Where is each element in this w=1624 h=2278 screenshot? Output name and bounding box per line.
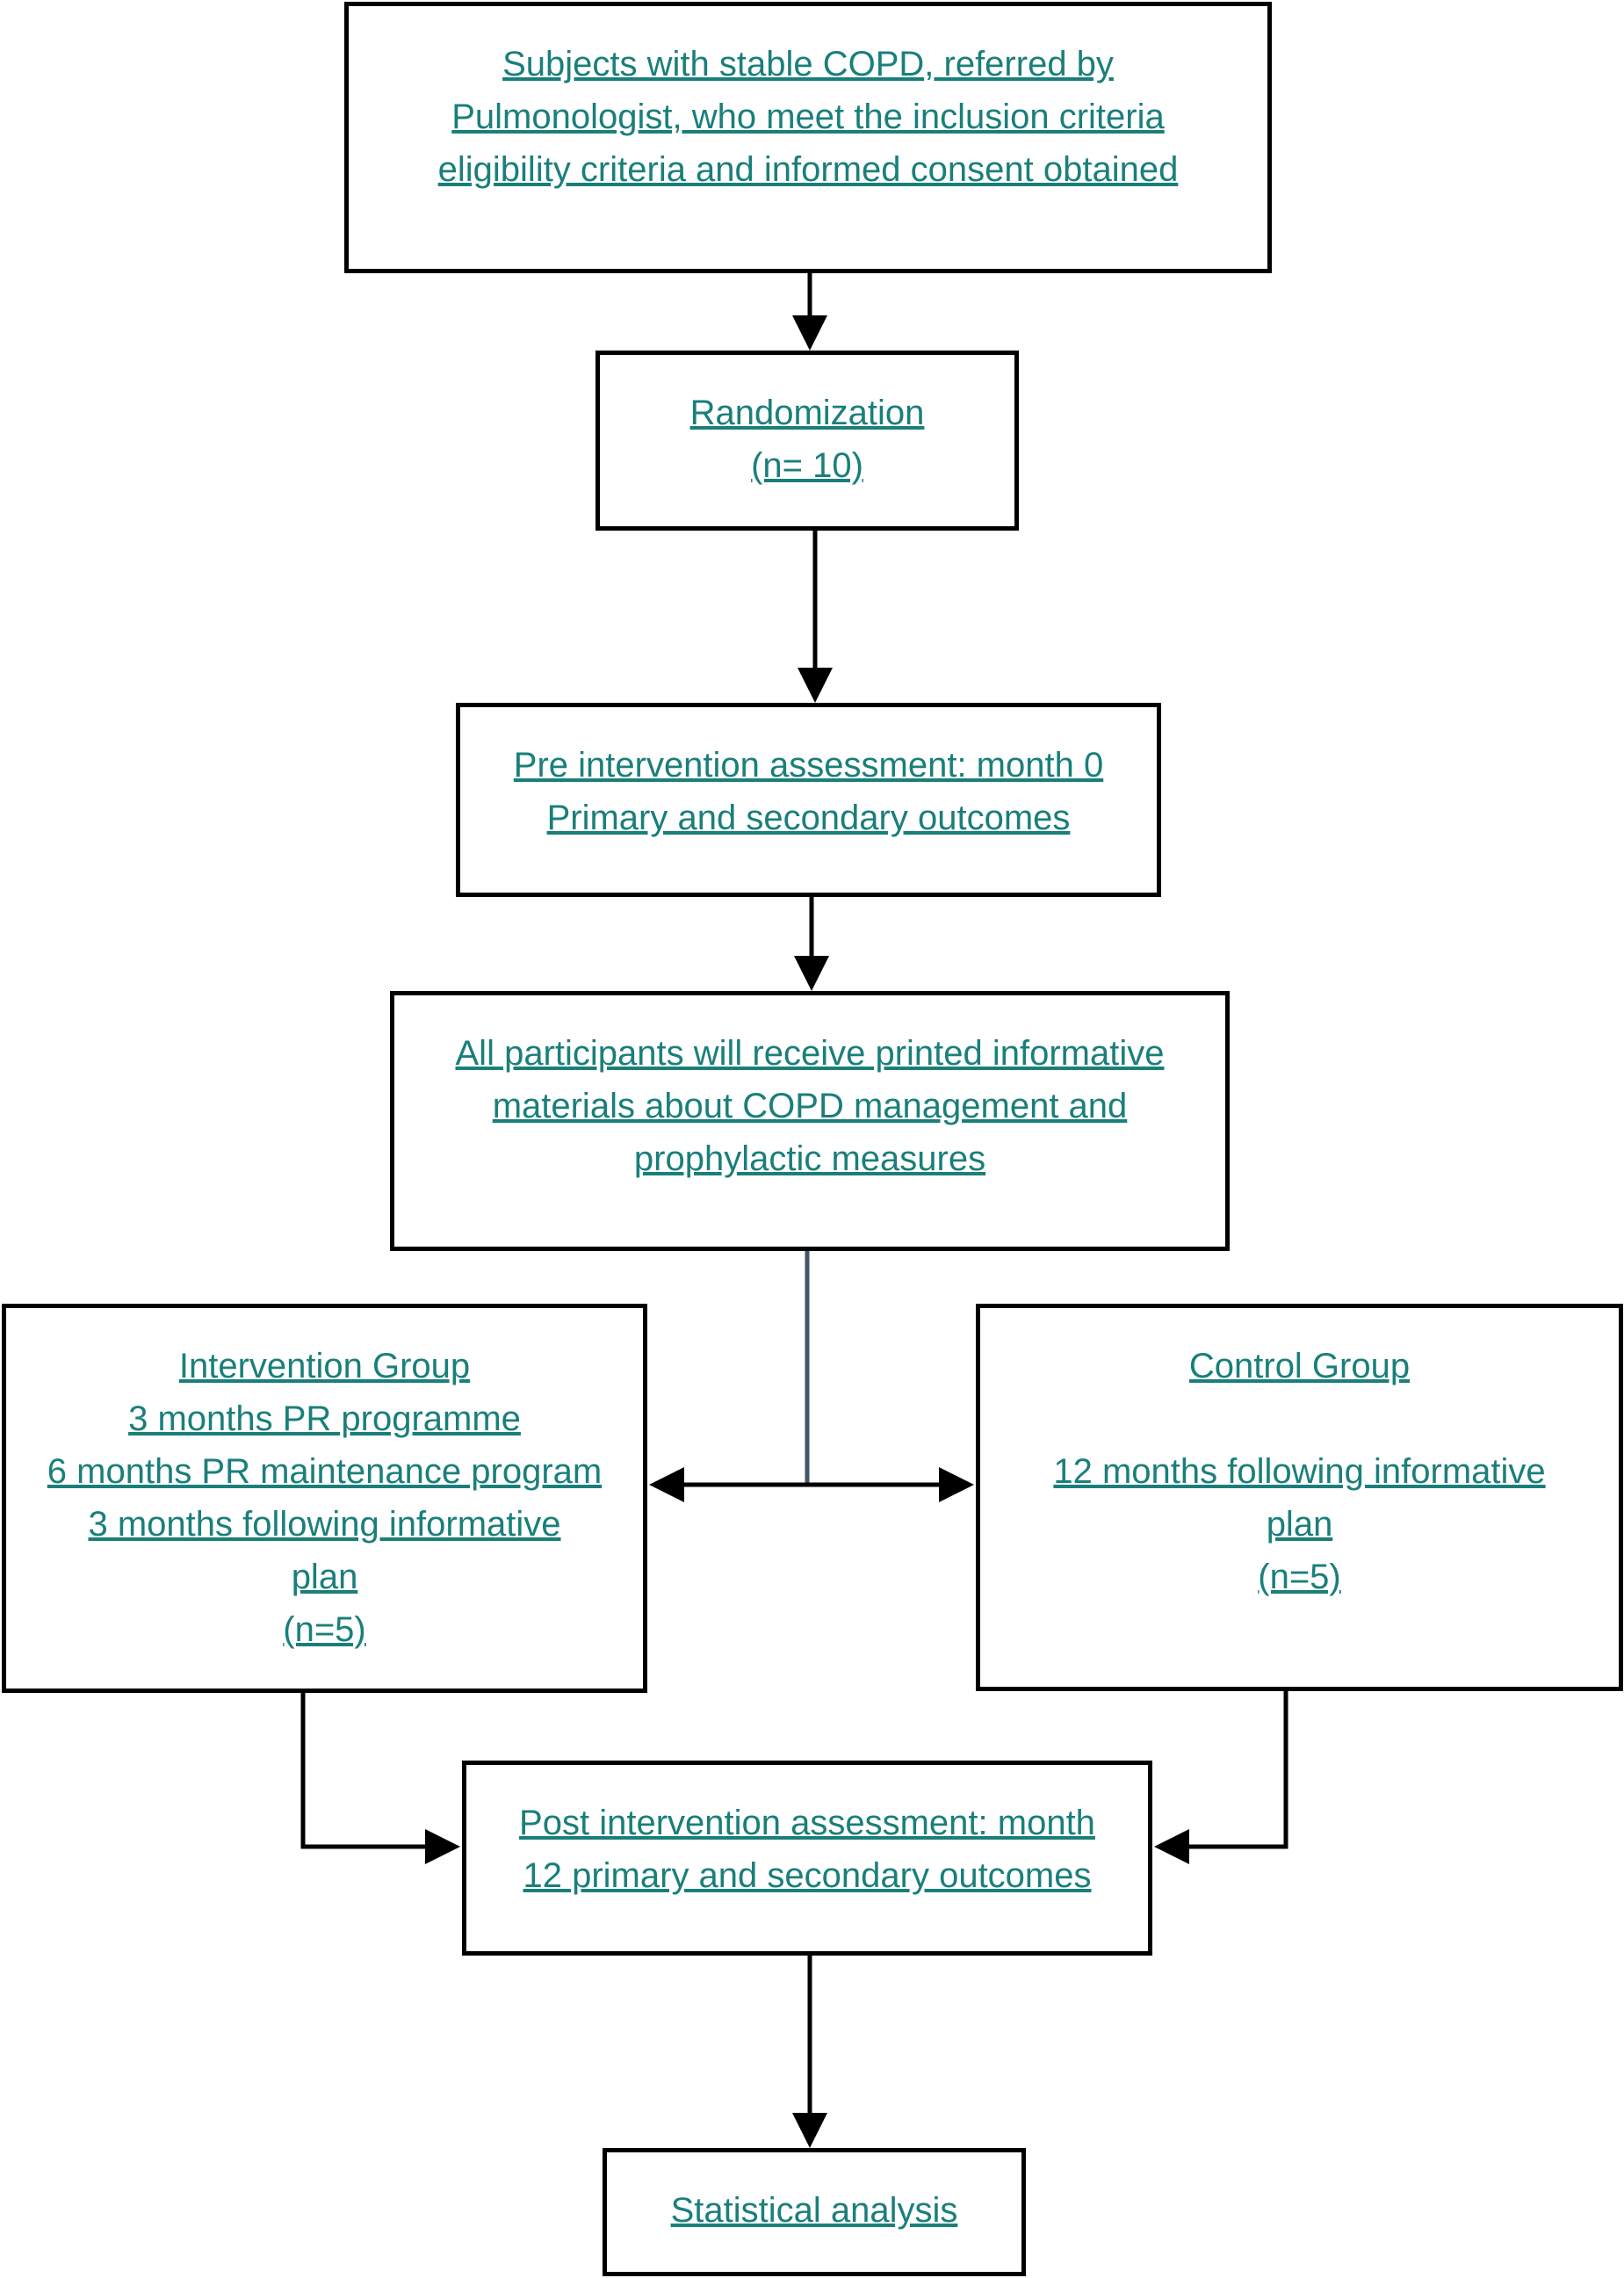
statistical-analysis-label[interactable]: Statistical analysis [670,2191,958,2230]
all-participants-line-2[interactable]: materials about COPD management and [492,1087,1128,1125]
all-participants-line-3[interactable]: prophylactic measures [633,1139,986,1178]
subjects-line-1[interactable]: Subjects with stable COPD, referred by [502,45,1114,83]
randomization-box: Randomization (n= 10) [595,351,1019,531]
intervention-group-line-3[interactable]: 6 months PR maintenance program [47,1452,603,1491]
pre-assessment-line-2[interactable]: Primary and secondary outcomes [546,799,1071,837]
post-assessment-line-2[interactable]: 12 primary and secondary outcomes [523,1856,1092,1895]
randomization-title[interactable]: Randomization [689,394,925,432]
post-assessment-box: Post intervention assessment: month 12 p… [462,1761,1152,1956]
arrow-control-to-post-assessment [1154,1691,1288,1864]
intervention-group-line-5[interactable]: plan [291,1558,358,1596]
control-group-line-4[interactable]: plan [1266,1505,1333,1544]
arrow-intervention-to-post-assessment [300,1693,460,1864]
subjects-line-2[interactable]: Pulmonologist, who meet the inclusion cr… [451,98,1165,136]
intervention-group-line-4[interactable]: 3 months following informative [88,1505,561,1544]
all-participants-box: All participants will receive printed in… [390,991,1230,1251]
pre-assessment-line-1[interactable]: Pre intervention assessment: month 0 [513,746,1104,785]
post-assessment-line-1[interactable]: Post intervention assessment: month [519,1804,1095,1842]
statistical-analysis-box: Statistical analysis [603,2148,1026,2276]
control-group-count[interactable]: (n=5) [1258,1558,1341,1596]
intervention-group-line-2[interactable]: 3 months PR programme [128,1399,521,1438]
intervention-group-box: Intervention Group 3 months PR programme… [2,1304,647,1693]
randomization-count[interactable]: (n= 10) [751,446,863,485]
control-group-box: Control Group 12 months following inform… [976,1304,1623,1691]
all-participants-line-1[interactable]: All participants will receive printed in… [455,1034,1165,1073]
subjects-line-3[interactable]: eligibility criteria and informed consen… [437,150,1179,189]
control-group-line-3[interactable]: 12 months following informative [1053,1452,1546,1491]
control-group-title[interactable]: Control Group [1188,1347,1411,1385]
subjects-box: Subjects with stable COPD, referred by P… [344,2,1272,273]
intervention-group-count[interactable]: (n=5) [283,1610,366,1649]
pre-assessment-box: Pre intervention assessment: month 0 Pri… [456,703,1161,897]
intervention-group-title[interactable]: Intervention Group [178,1347,471,1385]
